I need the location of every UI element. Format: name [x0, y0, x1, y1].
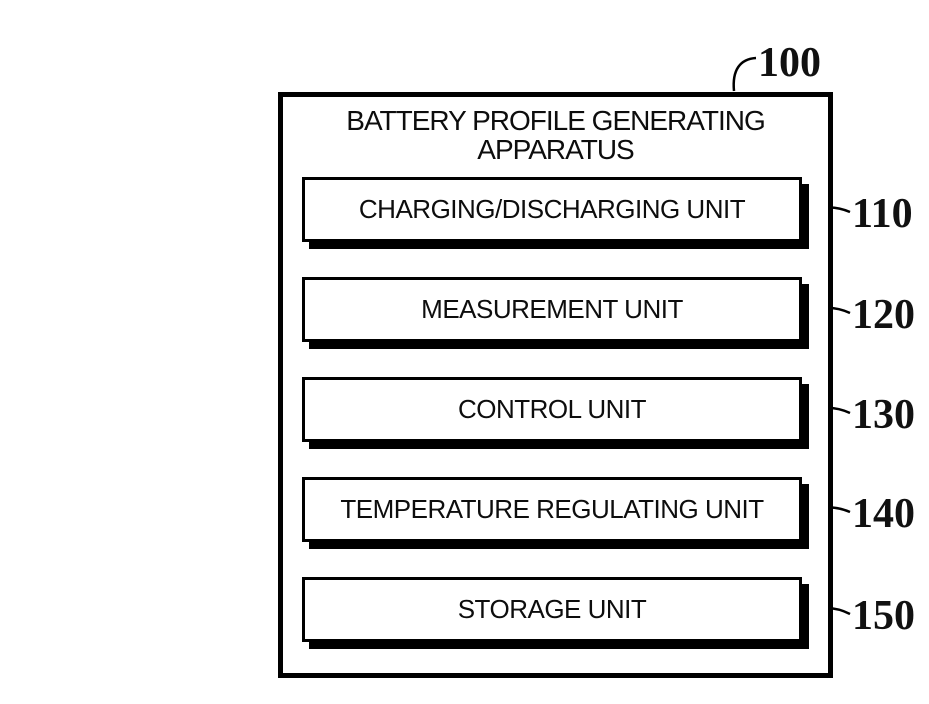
ref-label-temperature-regulating: 140 [852, 491, 915, 537]
apparatus-box: BATTERY PROFILE GENERATING APPARATUS CHA… [278, 92, 833, 678]
unit-label: CONTROL UNIT [457, 394, 647, 424]
apparatus-title: BATTERY PROFILE GENERATING APPARATUS [283, 106, 828, 164]
ref-label-storage: 150 [852, 593, 915, 639]
unit-box-temperature-regulating: TEMPERATURE REGULATING UNIT [302, 477, 802, 542]
unit-box-storage: STORAGE UNIT [302, 577, 802, 642]
leader-line-100 [732, 56, 757, 92]
ref-label-control: 130 [852, 392, 915, 438]
ref-label-apparatus: 100 [758, 40, 821, 86]
unit-label: MEASUREMENT UNIT [421, 294, 683, 324]
unit-box-measurement: MEASUREMENT UNIT [302, 277, 802, 342]
unit-label: STORAGE UNIT [457, 594, 647, 624]
unit-label: TEMPERATURE REGULATING UNIT [340, 494, 764, 524]
ref-label-charging-discharging: 110 [852, 191, 913, 237]
ref-label-measurement: 120 [852, 292, 915, 338]
unit-label: CHARGING/DISCHARGING UNIT [358, 194, 746, 224]
unit-box-control: CONTROL UNIT [302, 377, 802, 442]
apparatus-title-line2: APPARATUS [477, 134, 634, 165]
apparatus-title-line1: BATTERY PROFILE GENERATING [346, 105, 765, 136]
unit-box-charging-discharging: CHARGING/DISCHARGING UNIT [302, 177, 802, 242]
